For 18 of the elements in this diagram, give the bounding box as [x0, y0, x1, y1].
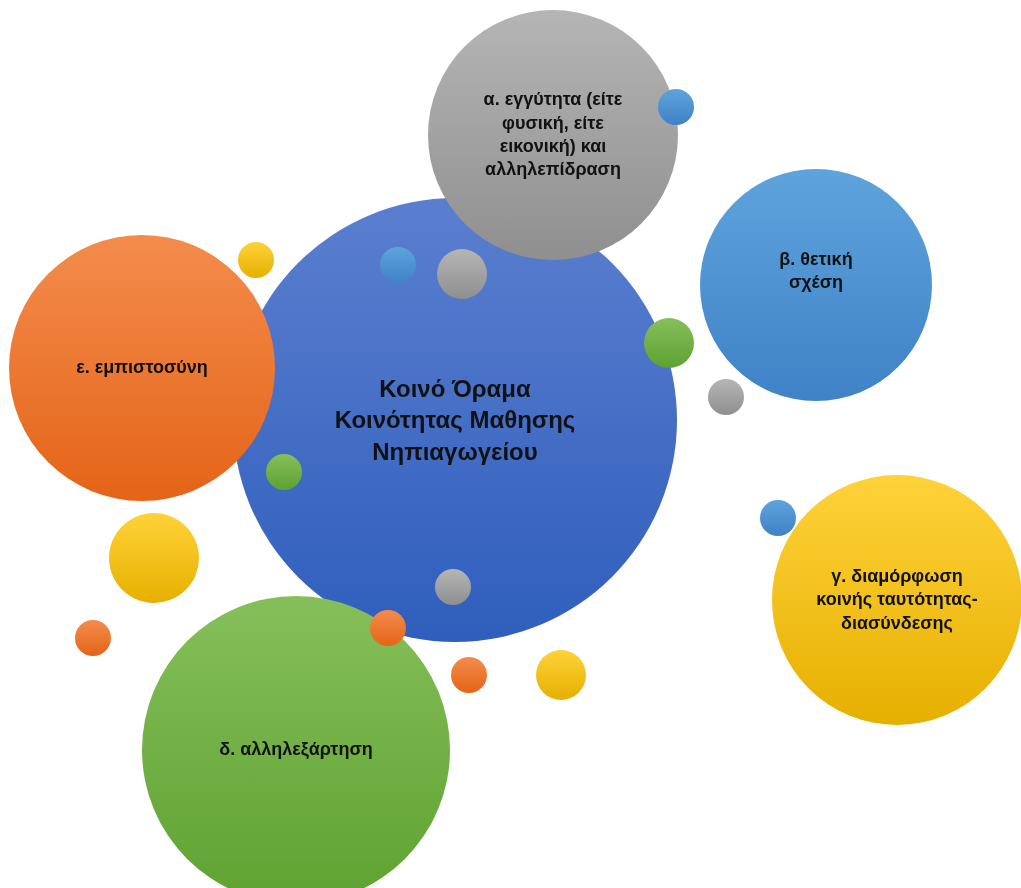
circle-bubble [658, 89, 694, 125]
topic-label: α. εγγύτητα (είτε φυσική, είτε εικονική) και αλληλεπίδραση [482, 88, 624, 182]
circle-bubble [435, 569, 471, 605]
circle-bubble [644, 318, 694, 368]
circle-bubble [75, 620, 111, 656]
topic-label: ε. εμπιστοσύνη [75, 356, 209, 380]
topic-label: γ. διαμόρφωση κοινής ταυτότητας-διασύνδεσης [815, 564, 979, 635]
circle-bubble [266, 454, 302, 490]
topic-label: β. θετική σχέση [778, 247, 854, 294]
circle-bubble [536, 650, 586, 700]
circle-bubble [380, 247, 416, 283]
topic-label: δ. αλληλεξάρτηση [218, 738, 374, 762]
circle-bubble [708, 379, 744, 415]
circle-bubble [760, 500, 796, 536]
circle-bubble [238, 242, 274, 278]
circle-bubble [437, 249, 487, 299]
circle-bubble [451, 657, 487, 693]
central-title: Κοινό Όραμα Κοινότητας Μαθησης Νηπιαγωγείου [333, 374, 577, 467]
